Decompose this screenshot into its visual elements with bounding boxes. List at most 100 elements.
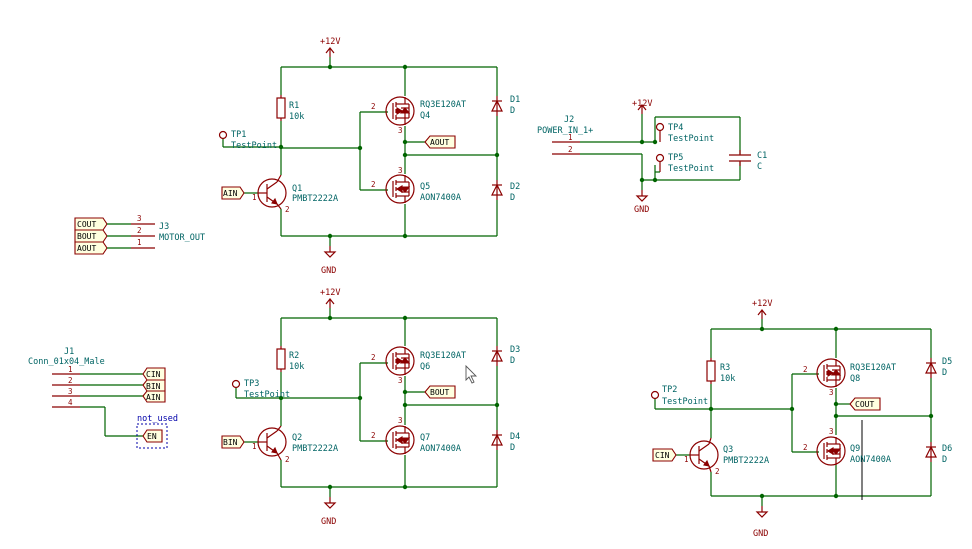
label-bout-j3	[74, 229, 108, 243]
gnd-label-b: GND	[321, 517, 336, 527]
j3-pin-2: 2	[137, 226, 142, 235]
pmos-q8	[816, 358, 846, 388]
label-bin-b-text: BIN	[223, 438, 238, 447]
label-bin-j1	[142, 379, 166, 392]
vcc-label-c: +12V	[752, 299, 772, 309]
j1-pin-4: 4	[68, 398, 73, 407]
q6-value: RQ3E120AT	[420, 351, 466, 361]
testpoint-tp4	[655, 122, 665, 132]
bridge-c: +12V GND R3 10k TP2 TestPoint Q3 PMBT222…	[650, 299, 952, 539]
label-cin-j1	[142, 367, 166, 381]
r2-value: 10k	[289, 362, 304, 372]
testpoint-tp5	[655, 153, 665, 163]
d4-ref: D4	[510, 432, 520, 442]
tp3-ref: TP3	[244, 379, 259, 389]
label-cout-j3-text: COUT	[77, 220, 96, 229]
q1-pin-emitter: 2	[285, 205, 290, 214]
tp5-value: TestPoint	[668, 164, 714, 174]
label-cout-j3	[74, 217, 108, 231]
tp2-ref: TP2	[662, 385, 677, 395]
nmos-q7	[385, 425, 415, 455]
npn-transistor-q2	[257, 427, 287, 457]
npn-transistor-q1	[257, 178, 287, 208]
vcc-symbol-b	[325, 298, 335, 309]
diode-d2	[491, 179, 503, 201]
diode-d3	[491, 345, 503, 367]
q2-pin-base: 1	[252, 442, 257, 451]
label-en-j1	[142, 429, 163, 443]
c1-value: C	[757, 162, 762, 172]
q3-ref: Q3	[723, 445, 733, 455]
q2-ref: Q2	[292, 433, 302, 443]
q4-pin-3: 3	[398, 126, 403, 135]
tp1-value: TestPoint	[231, 141, 277, 151]
d5-ref: D5	[942, 357, 952, 367]
gnd-symbol-b	[324, 496, 336, 509]
testpoint-tp3	[231, 379, 241, 389]
q4-ref: Q4	[420, 111, 430, 121]
tp2-value: TestPoint	[662, 397, 708, 407]
q5-value: AON7400A	[420, 193, 461, 203]
vcc-label-a: +12V	[320, 37, 340, 47]
label-bout-b-text: BOUT	[430, 388, 449, 397]
j2-value: POWER_IN_1+	[537, 126, 593, 136]
j1-pin-1: 1	[68, 365, 73, 374]
not-used-note: not_used	[137, 414, 178, 424]
q7-value: AON7400A	[420, 444, 461, 454]
tp4-value: TestPoint	[668, 134, 714, 144]
label-cin-c	[652, 448, 677, 462]
resistor-r3	[706, 360, 716, 382]
q8-pin-3: 3	[829, 388, 834, 397]
r3-ref: R3	[720, 363, 730, 373]
diode-d5	[925, 357, 937, 379]
label-cin-j1-text: CIN	[146, 370, 161, 379]
diode-d6	[925, 441, 937, 463]
j2-ref: J2	[564, 115, 574, 125]
q6-pin-3: 3	[398, 376, 403, 385]
tp5-ref: TP5	[668, 153, 683, 163]
label-aout-a	[424, 135, 456, 149]
q3-value: PMBT2222A	[723, 456, 769, 466]
j3-ref: J3	[159, 222, 169, 232]
j2-pin-1: 1	[568, 133, 573, 142]
q1-ref: Q1	[292, 184, 302, 194]
q9-pin-3: 3	[829, 427, 834, 436]
r1-value: 10k	[289, 112, 304, 122]
q9-ref: Q9	[850, 444, 860, 454]
q8-value: RQ3E120AT	[850, 363, 896, 373]
d6-ref: D6	[942, 444, 952, 454]
vcc-label-b: +12V	[320, 288, 340, 298]
npn-transistor-q3	[689, 440, 719, 470]
q9-value: AON7400A	[850, 455, 891, 465]
q8-pin-gate: 2	[803, 365, 808, 374]
bridge-b: +12V GND R2 10k TP3 TestPoint Q2 PMBT222…	[221, 288, 520, 527]
q5-pin-3: 3	[398, 166, 403, 175]
not-used-box	[136, 423, 168, 449]
resistor-r2	[276, 348, 286, 370]
label-ain-a	[221, 186, 245, 200]
gnd-symbol-c	[756, 505, 768, 518]
label-ain-a-text: AIN	[223, 189, 238, 198]
j1-pin-2: 2	[68, 376, 73, 385]
vcc-symbol-c	[757, 309, 767, 320]
tp3-value: TestPoint	[244, 390, 290, 400]
label-bout-j3-text: BOUT	[77, 232, 96, 241]
label-bin-b	[221, 435, 245, 449]
gnd-symbol-j2	[636, 189, 648, 202]
label-cout-c	[849, 397, 881, 411]
pmos-q4	[385, 96, 415, 126]
j1-ref: J1	[64, 347, 74, 357]
mouse-cursor-icon	[465, 364, 478, 384]
connector-j3: COUT BOUT AOUT 3 2 1 J3 MOTOR_OUT	[74, 214, 205, 255]
label-cout-c-text: COUT	[855, 400, 874, 409]
d5-value: D	[942, 368, 947, 378]
vcc-label-j2: +12V	[632, 99, 652, 109]
j1-pin-3: 3	[68, 387, 73, 396]
label-aout-a-text: AOUT	[430, 138, 449, 147]
label-cin-c-text: CIN	[655, 451, 670, 460]
r3-value: 10k	[720, 374, 735, 384]
q7-pin-gate: 2	[371, 431, 376, 440]
j3-pin-3: 3	[137, 214, 142, 223]
q7-pin-3: 3	[398, 416, 403, 425]
